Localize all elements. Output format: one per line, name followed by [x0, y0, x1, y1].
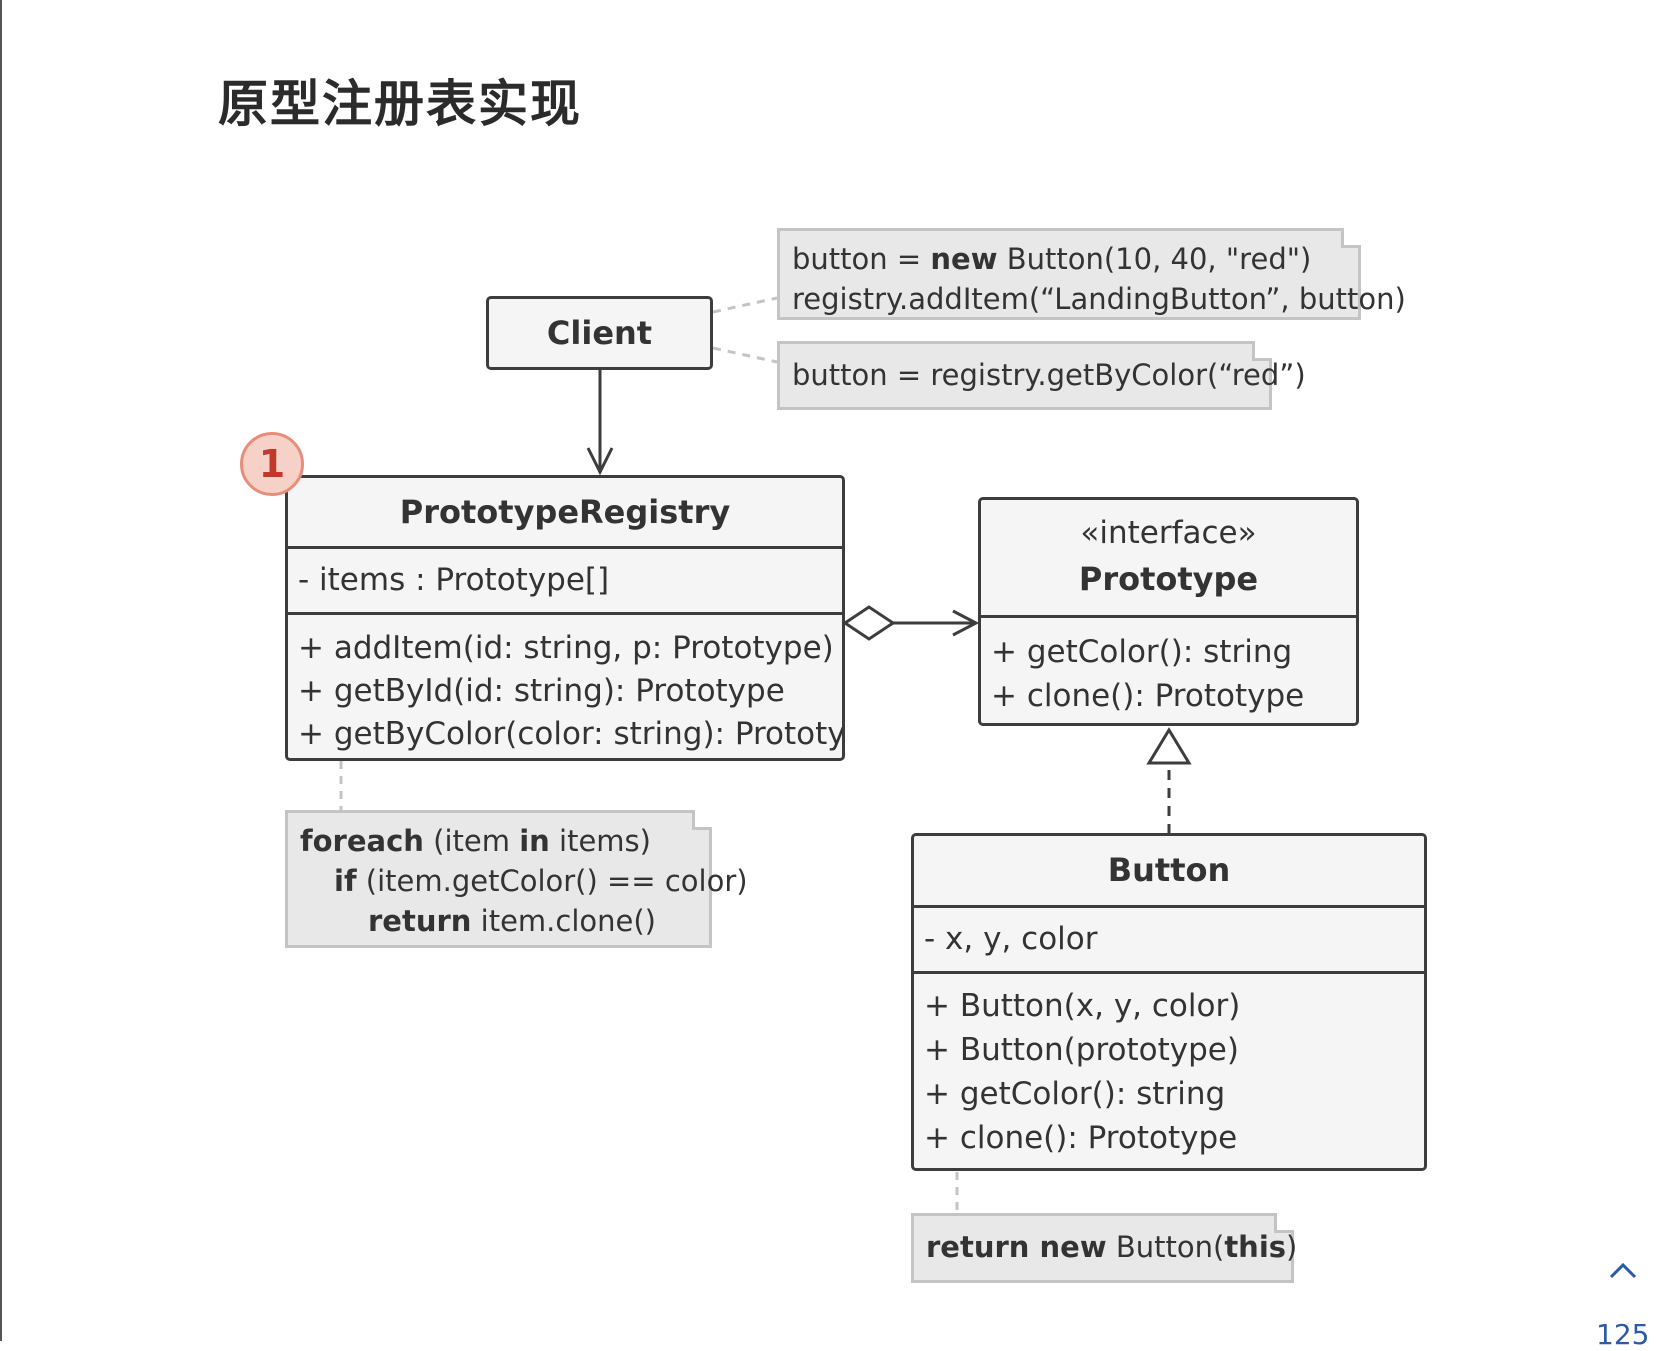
button-field: - x, y, color [924, 921, 1098, 957]
registry-method-get-by-color: + getByColor(color: string): Prototype [298, 716, 845, 752]
page-title: 原型注册表实现 [218, 75, 582, 133]
button-method-get-color: + getColor(): string [924, 1076, 1226, 1112]
aggregation-diamond [842, 605, 896, 641]
client-class-name: Client [546, 314, 653, 352]
note-keyword-new: new [930, 242, 998, 276]
registry-method-get-by-id: + getById(id: string): Prototype [298, 673, 785, 709]
button-class: Button - x, y, color + Button(x, y, colo… [911, 833, 1427, 1171]
note-text: ) [1286, 1230, 1298, 1264]
registry-method-add-item: + addItem(id: string, p: Prototype) [298, 630, 834, 666]
prototype-stereotype: «interface» [1080, 515, 1257, 551]
note-text: items) [549, 824, 651, 858]
note-keyword-this: this [1224, 1230, 1287, 1264]
prototype-registry-fields: - items : Prototype[] [288, 546, 842, 612]
note-connector-client-add [712, 296, 778, 314]
note-client-get-line1: button = registry.getByColor(“red”) [792, 358, 1306, 392]
client-class: Client [486, 296, 713, 370]
note-client-get-by-color: button = registry.getByColor(“red”) [777, 341, 1306, 410]
note-text: Button(10, 40, "red") [997, 242, 1312, 276]
button-class-methods: + Button(x, y, color) + Button(prototype… [914, 971, 1424, 1160]
note-registry-line2: if (item.getColor() == color) [300, 861, 748, 901]
chevron-up-icon[interactable] [1605, 1258, 1641, 1284]
button-method-ctor-xy: + Button(x, y, color) [924, 988, 1241, 1024]
note-fold-corner [1252, 341, 1272, 361]
note-button-clone: return new Button(this) [911, 1213, 1297, 1283]
note-connector-client-get [712, 346, 778, 364]
note-fold-corner [1341, 228, 1361, 248]
button-class-fields: - x, y, color [914, 905, 1424, 971]
note-keyword-foreach: foreach [300, 824, 424, 858]
aggregation-arrowhead [952, 609, 980, 637]
note-fold-corner [692, 810, 712, 830]
note-keyword-return-new: return new [926, 1230, 1107, 1264]
note-text: (item [423, 824, 520, 858]
prototype-registry-field: - items : Prototype[] [298, 562, 610, 598]
prototype-interface-name: Prototype [1078, 560, 1259, 598]
note-text: (item.getColor() == color) [356, 864, 748, 898]
window-left-edge [0, 0, 2, 1341]
prototype-interface-header: «interface» Prototype [981, 500, 1356, 615]
prototype-registry-class: PrototypeRegistry - items : Prototype[] … [285, 475, 845, 761]
note-keyword-return: return [368, 904, 472, 938]
prototype-method-get-color: + getColor(): string [991, 634, 1293, 670]
note-text: item.clone() [471, 904, 656, 938]
note-registry-line3: return item.clone() [300, 901, 697, 941]
note-keyword-in: in [519, 824, 550, 858]
client-to-registry-arrowhead [586, 447, 614, 476]
note-text: Button( [1106, 1230, 1225, 1264]
note-keyword-if: if [334, 864, 357, 898]
note-client-add-line1: button = new Button(10, 40, "red") [792, 239, 1346, 279]
button-class-name: Button [1107, 851, 1231, 889]
note-client-add-line2: registry.addItem(“LandingButton”, button… [792, 282, 1406, 316]
note-registry-get-by-color: foreach (item in items) if (item.getColo… [285, 810, 748, 948]
prototype-interface-methods: + getColor(): string + clone(): Prototyp… [981, 615, 1356, 718]
note-client-add-item: button = new Button(10, 40, "red") regis… [777, 228, 1406, 320]
note-fold-corner [1274, 1213, 1294, 1233]
prototype-interface: «interface» Prototype + getColor(): stri… [978, 497, 1359, 726]
button-method-ctor-prototype: + Button(prototype) [924, 1032, 1239, 1068]
step-marker-badge: 1 [240, 432, 304, 496]
prototype-registry-methods: + addItem(id: string, p: Prototype) + ge… [288, 612, 842, 756]
prototype-registry-name: PrototypeRegistry [399, 493, 731, 531]
page-number: 125 [1596, 1318, 1650, 1351]
note-button-clone-line1: return new Button(this) [926, 1227, 1297, 1267]
note-registry-line1: foreach (item in items) [300, 821, 697, 861]
note-text: button = [792, 242, 931, 276]
button-method-clone: + clone(): Prototype [924, 1120, 1238, 1156]
prototype-method-clone: + clone(): Prototype [991, 678, 1305, 714]
realization-triangle [1146, 727, 1192, 765]
